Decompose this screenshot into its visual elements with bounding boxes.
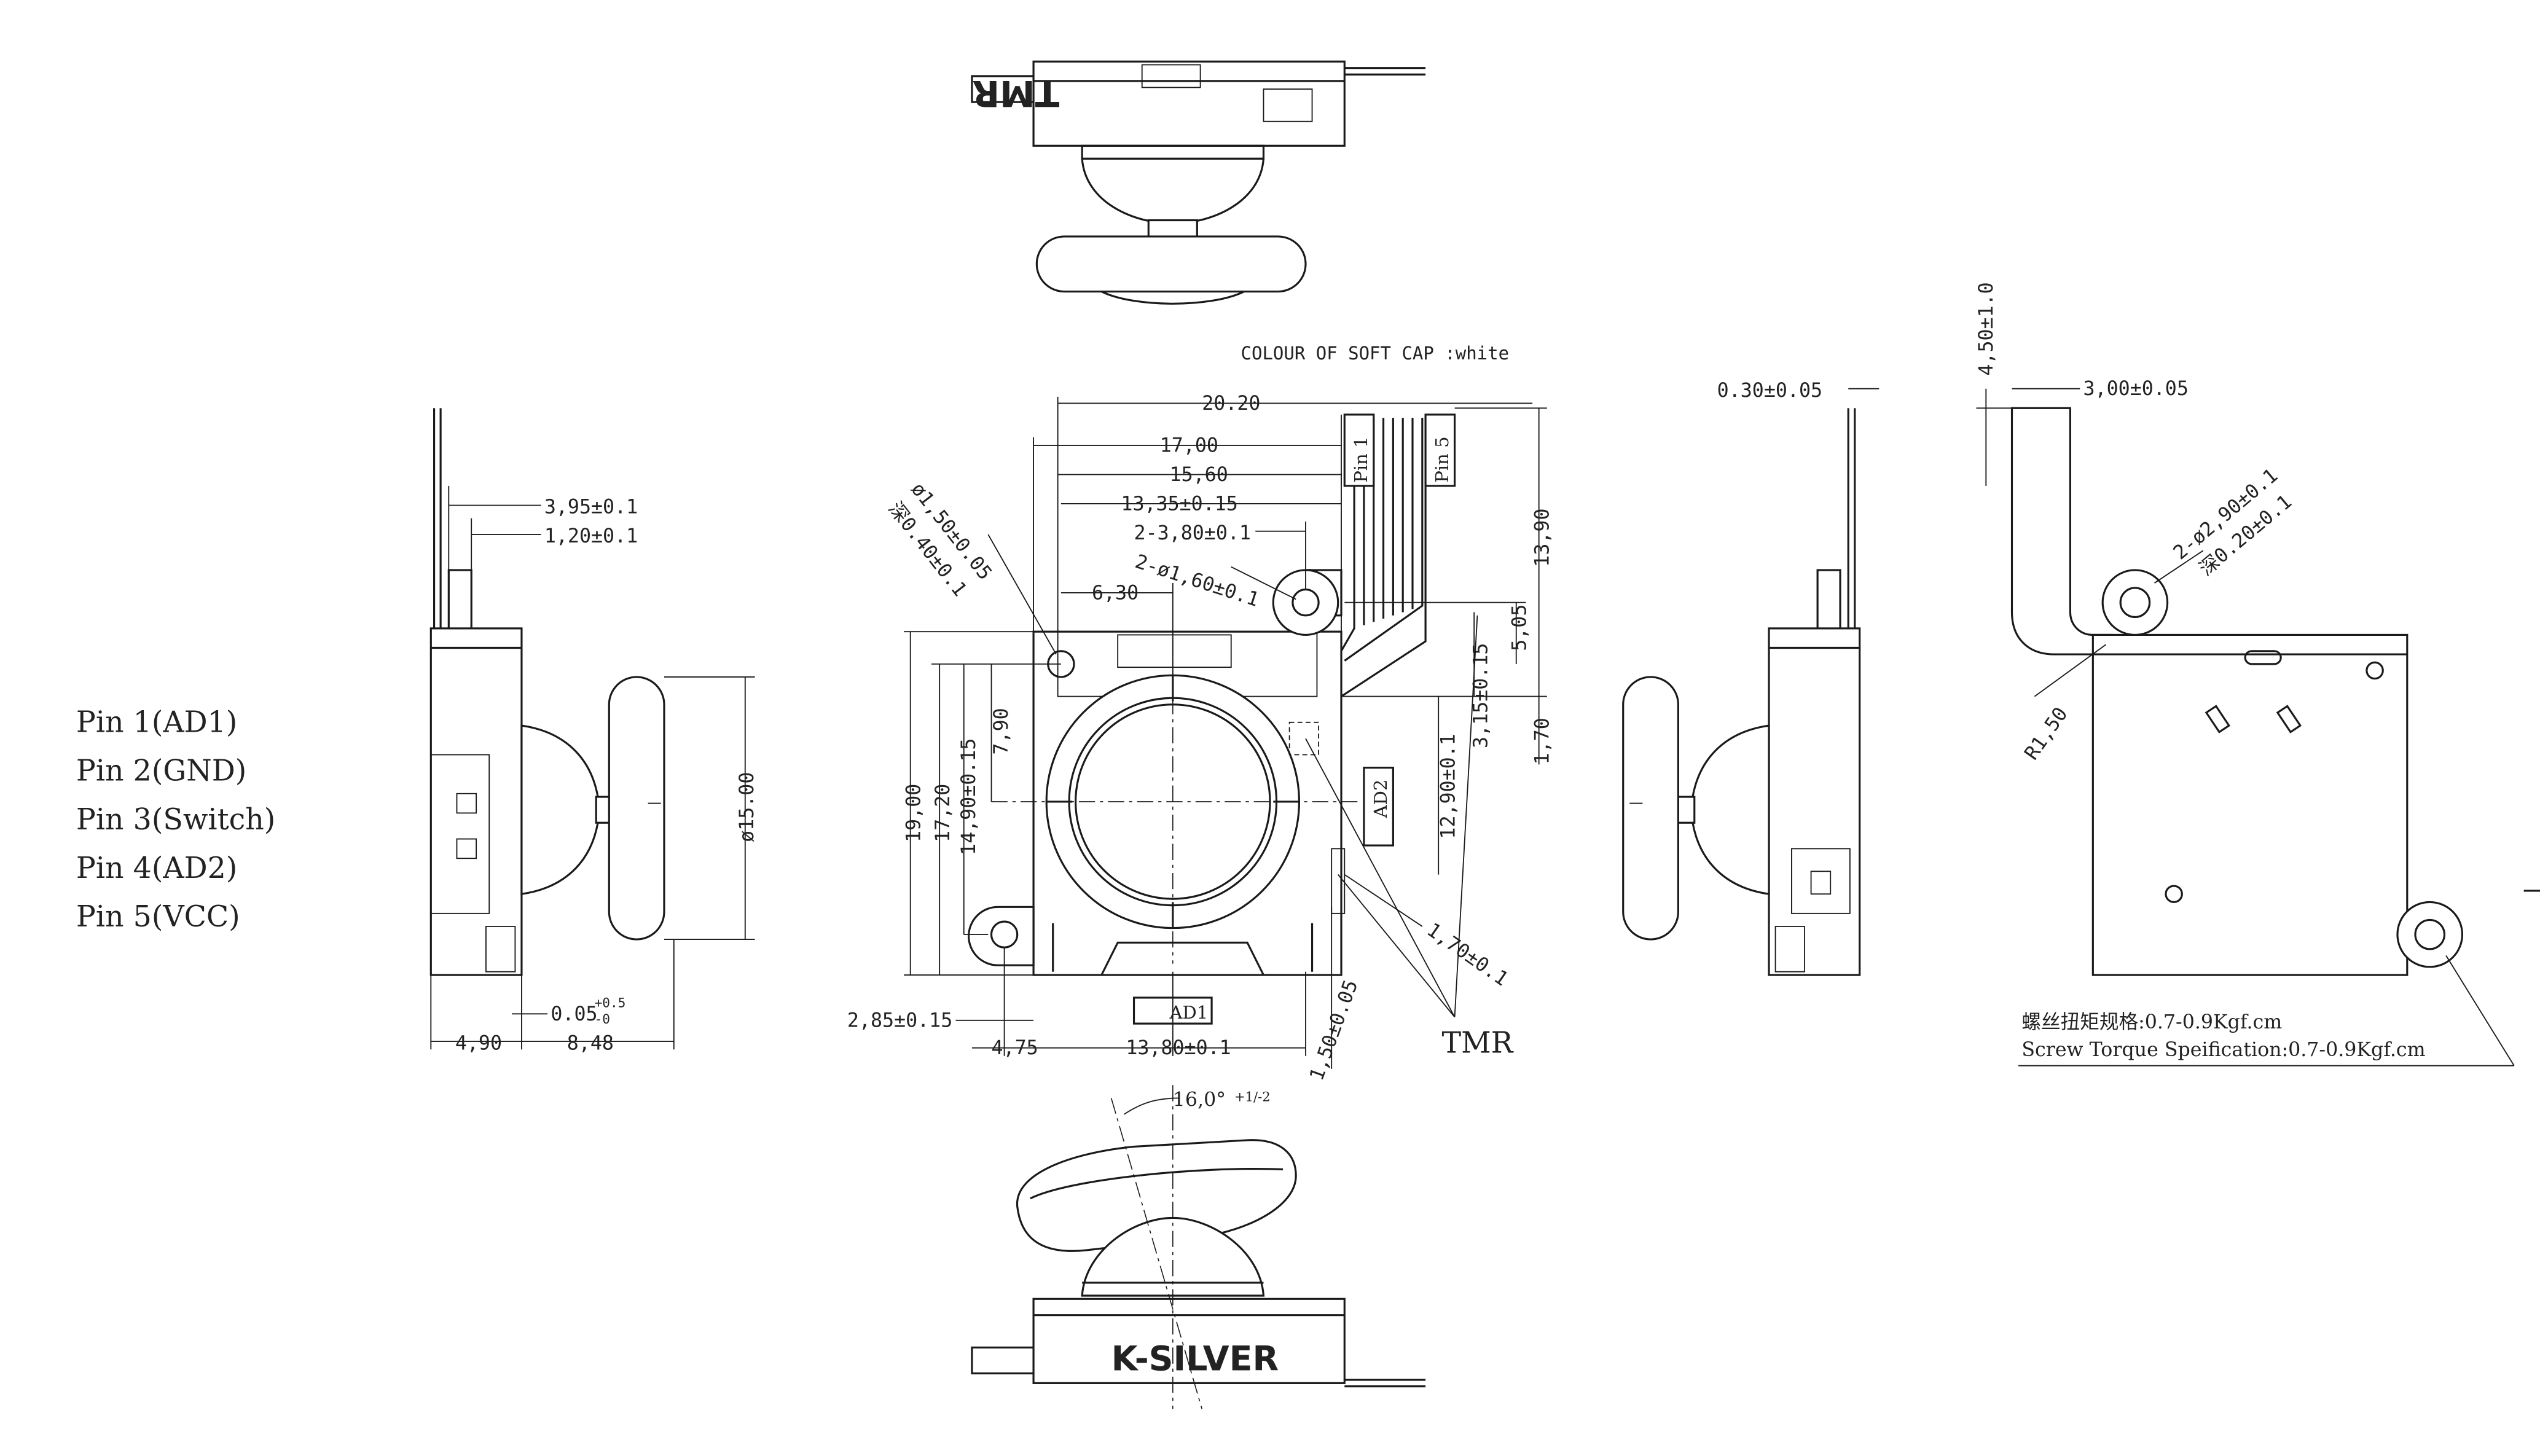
pin-4-label: Pin 4(AD2) xyxy=(76,851,237,885)
right-side-view: 0.30±0.05 xyxy=(1622,380,1880,976)
dim-front-1720: 17,20 xyxy=(932,784,954,842)
angle-tol-label: +1/-2 xyxy=(1234,1089,1271,1105)
dim-front-170: 1,70±0.1 xyxy=(1423,919,1512,991)
dim-left-848: 8,48 xyxy=(567,1032,614,1054)
front-view: COLOUR OF SOFT CAP :white xyxy=(847,343,1554,1084)
dim-front-790: 7,90 xyxy=(990,708,1013,754)
dim-front-1290: 12,90±0.1 xyxy=(1438,734,1460,839)
brand-label: K-SILVER xyxy=(1111,1339,1279,1379)
dim-right-030: 0.30±0.05 xyxy=(1717,380,1822,402)
angle-label: 16,0° xyxy=(1173,1089,1226,1111)
top-view: TMR xyxy=(971,60,1426,305)
tmr-top-label: TMR xyxy=(972,72,1059,114)
dim-front-1380: 13,80±0.1 xyxy=(1126,1037,1231,1059)
tmr-callout-label: TMR xyxy=(1441,1027,1513,1060)
dim-front-380: 2-3,80±0.1 xyxy=(1134,522,1251,544)
rear-view: 4,50±1.0 3,00±0.05 2-ø2,90±0.1 深0.20±0.1… xyxy=(1975,282,2515,1067)
pin-5-label: Pin 5(VCC) xyxy=(76,900,240,934)
dim-front-285: 2,85±0.15 xyxy=(847,1009,952,1031)
dim-left-395: 3,95±0.1 xyxy=(544,496,638,519)
dim-left-005: 0.05 xyxy=(551,1003,597,1025)
dim-front-1900: 19,00 xyxy=(903,784,925,842)
dim-left-490: 4,90 xyxy=(455,1032,502,1054)
dim-left-005-tol-up: +0.5 xyxy=(595,995,626,1011)
dim-front-1490: 14,90±0.15 xyxy=(958,738,980,855)
pin-2-label: Pin 2(GND) xyxy=(76,754,246,788)
dim-front-315: 3,15±0.15 xyxy=(1470,643,1492,748)
pin-list: Pin 1(AD1) Pin 2(GND) Pin 3(Switch) Pin … xyxy=(76,706,275,934)
dim-left-005-tol-dn: -0 xyxy=(595,1011,610,1027)
dim-front-1335: 13,35±0.15 xyxy=(1121,493,1237,515)
dim-front-1560: 15,60 xyxy=(1170,464,1228,486)
dim-front-2020: 20.20 xyxy=(1202,393,1260,415)
left-side-view: 3,95±0.1 1,20±0.1 ø15.00 4,90 8,48 0.05 … xyxy=(429,408,758,1054)
dim-front-1390: 13,90 xyxy=(1531,508,1553,566)
torque-note-cn: 螺丝扭矩规格:0.7-0.9Kgf.cm xyxy=(2021,1011,2282,1033)
dim-left-120: 1,20±0.1 xyxy=(544,525,638,547)
ad1-tag: AD1 xyxy=(1169,1002,1209,1023)
dim-front-1700: 17,00 xyxy=(1160,435,1218,457)
dim-rear-450: 4,50±1.0 xyxy=(1975,282,1997,375)
ad2-tag: AD2 xyxy=(1370,780,1391,819)
dim-front-150: 1,50±0.05 xyxy=(1306,977,1362,1083)
dim-front-hole160: 2-ø1,60±0.1 xyxy=(1132,550,1261,611)
torque-note-en: Screw Torque Speification:0.7-0.9Kgf.cm xyxy=(2021,1039,2425,1061)
dim-rear-300: 3,00±0.05 xyxy=(2083,378,2189,400)
colour-note: COLOUR OF SOFT CAP :white xyxy=(1241,343,1510,364)
pin-3-label: Pin 3(Switch) xyxy=(76,803,275,837)
dim-front-170v: 1,70 xyxy=(1531,718,1553,764)
pin-1-label: Pin 1(AD1) xyxy=(76,706,237,740)
dim-rear-r150: R1,50 xyxy=(2020,703,2072,764)
dim-front-630: 6,30 xyxy=(1092,582,1139,604)
bottom-view: 16,0° +1/-2 K-SILVER xyxy=(971,1085,1426,1409)
dim-front-505: 5,05 xyxy=(1509,605,1531,651)
dim-left-dia15: ø15.00 xyxy=(736,772,758,842)
pin1-tag: Pin 1 xyxy=(1350,436,1371,482)
pin5-tag: Pin 5 xyxy=(1432,436,1452,482)
dim-front-475: 4,75 xyxy=(992,1037,1038,1059)
